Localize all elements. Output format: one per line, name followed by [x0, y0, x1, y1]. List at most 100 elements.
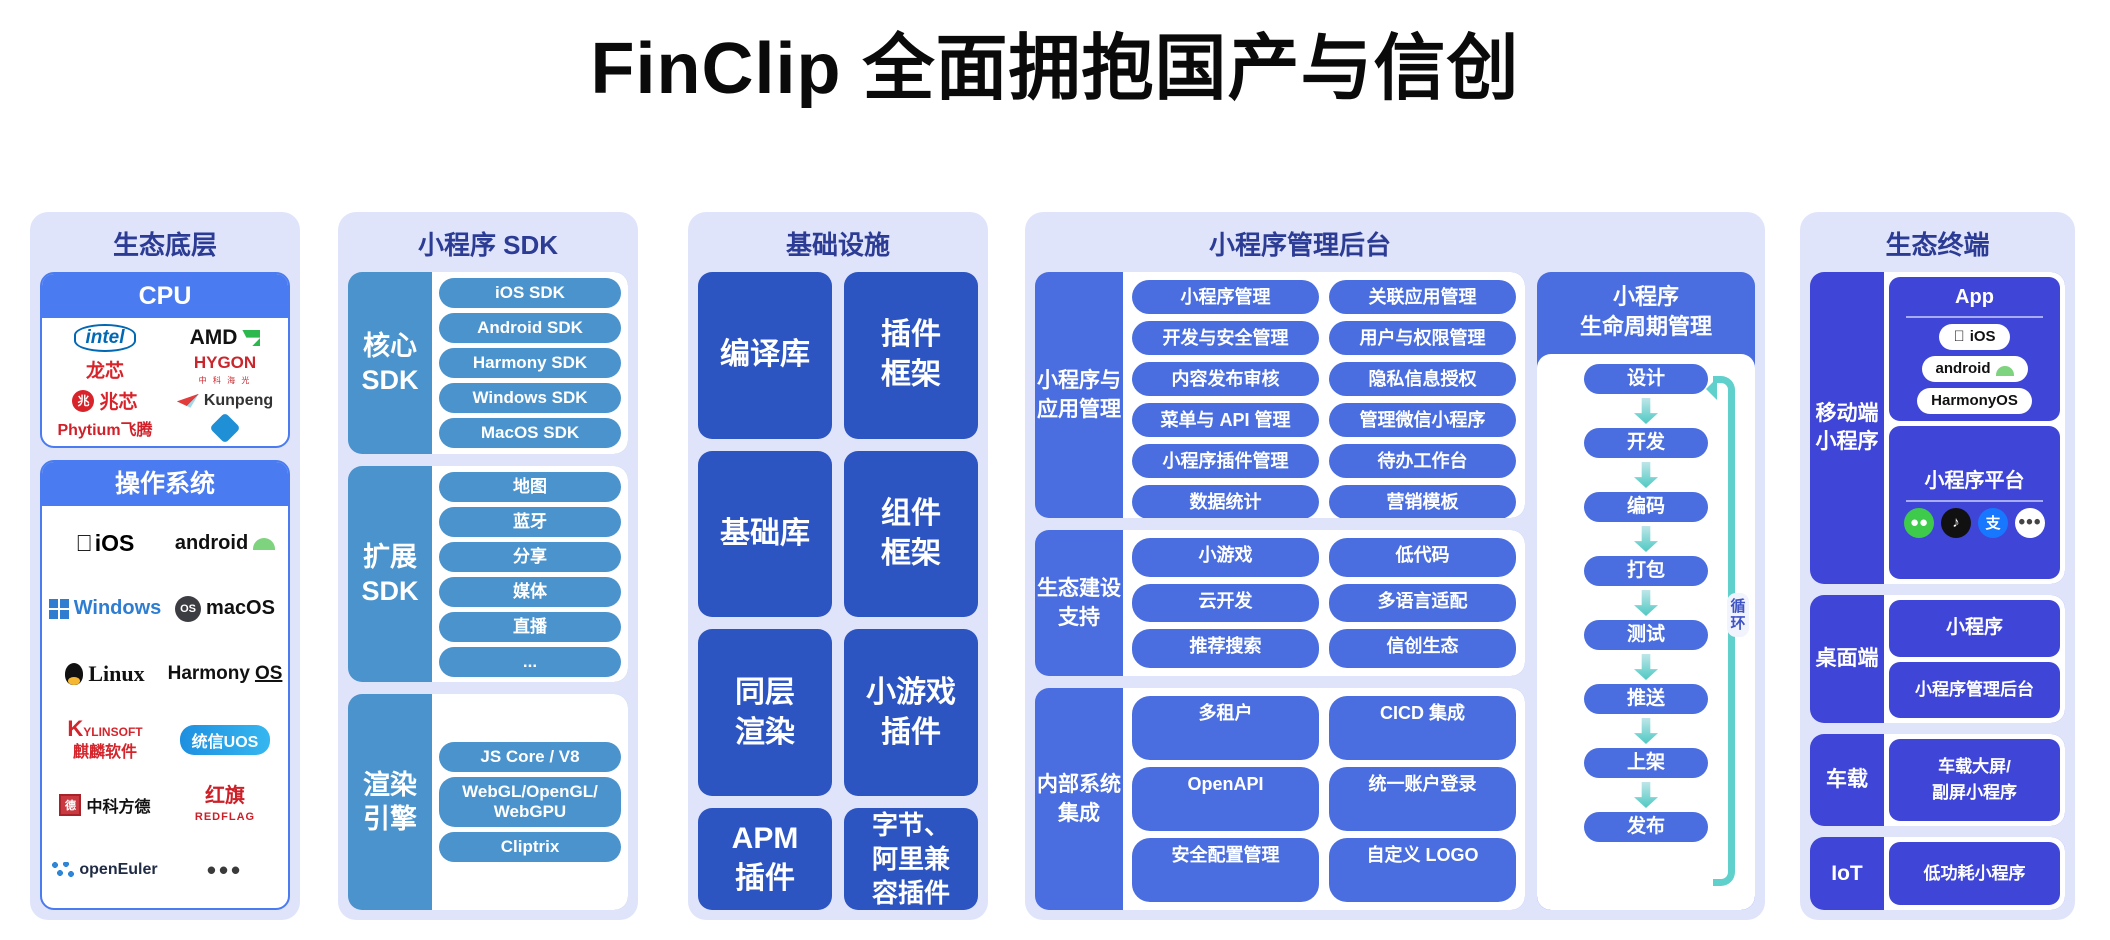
- pill-content-publish-review[interactable]: 内容发布审核: [1132, 362, 1319, 396]
- pill-recommend-search[interactable]: 推荐搜索: [1132, 629, 1319, 668]
- pill-xinchuang-ecosystem[interactable]: 信创生态: [1329, 629, 1516, 668]
- group-label-internal-integration: 内部系统 集成: [1037, 773, 1121, 825]
- sdk-pill-cliptrix[interactable]: Cliptrix: [439, 832, 621, 862]
- infra-cell-base-lib[interactable]: 基础库: [698, 450, 832, 618]
- terminal-card-title-miniapp-platform: 小程序平台: [1924, 469, 2025, 492]
- lifecycle-panel: 小程序 生命周期管理 循 环 设计 开发 编码 打包 测试 推送: [1537, 272, 1755, 910]
- pill-menu-api-management[interactable]: 菜单与 API 管理: [1132, 403, 1319, 437]
- loop-arrowhead-icon: [1695, 378, 1717, 400]
- terminal-block-vehicle: 车载 车载大屏/ 副屏小程序: [1810, 734, 2065, 826]
- pill-miniapp-plugin-management[interactable]: 小程序插件管理: [1132, 444, 1319, 478]
- infra-cell-compiler-lib[interactable]: 编译库: [698, 272, 832, 439]
- lifecycle-step-develop[interactable]: 开发: [1584, 428, 1708, 458]
- lifecycle-step-release[interactable]: 发布: [1584, 812, 1708, 842]
- sdk-pill-webgl[interactable]: WebGL/OpenGL/ WebGPU: [439, 777, 621, 827]
- terminal-label-iot: IoT: [1831, 861, 1863, 885]
- lifecycle-step-package[interactable]: 打包: [1584, 556, 1708, 586]
- pill-custom-logo[interactable]: 自定义 LOGO: [1329, 838, 1516, 902]
- platform-pill-ios[interactable]: iOS: [1939, 324, 2010, 350]
- terminal-block-iot: IoT 低功耗小程序: [1810, 837, 2065, 910]
- pill-related-app-management[interactable]: 关联应用管理: [1329, 280, 1516, 314]
- infra-grid: 编译库 插件 框架 基础库 组件 框架 同层 渲染 小游戏 插件 APM 插件 …: [698, 272, 978, 910]
- pill-privacy-authorization[interactable]: 隐私信息授权: [1329, 362, 1516, 396]
- more-icon[interactable]: •••: [2015, 507, 2045, 538]
- logo-phytium: Phytium飞腾: [57, 422, 153, 440]
- pill-dev-security-management[interactable]: 开发与安全管理: [1132, 321, 1319, 355]
- lifecycle-step-design[interactable]: 设计: [1584, 364, 1708, 394]
- pill-multi-tenant[interactable]: 多租户: [1132, 696, 1319, 760]
- lifecycle-step-listing[interactable]: 上架: [1584, 748, 1708, 778]
- pill-minigame[interactable]: 小游戏: [1132, 538, 1319, 577]
- lifecycle-step-coding[interactable]: 编码: [1584, 492, 1708, 522]
- sdk-pill-media[interactable]: 媒体: [439, 576, 621, 607]
- pill-cicd-integration[interactable]: CICD 集成: [1329, 696, 1516, 760]
- pill-multi-language[interactable]: 多语言适配: [1329, 583, 1516, 623]
- sdk-label-core: 核心 SDK: [361, 331, 419, 395]
- wechat-icon[interactable]: ●●: [1904, 507, 1934, 538]
- platform-pill-harmonyos[interactable]: HarmonyOS: [1917, 388, 2032, 414]
- lifecycle-flow: 循 环 设计 开发 编码 打包 测试 推送 上架 发布: [1537, 354, 1755, 910]
- logo-uos: 统信UOS: [179, 724, 271, 755]
- terminal-card-app: App iOS android HarmonyOS: [1889, 277, 2060, 421]
- divider: [1906, 499, 2043, 502]
- pill-todo-workbench[interactable]: 待办工作台: [1329, 444, 1516, 478]
- pill-cloud-dev[interactable]: 云开发: [1132, 583, 1319, 623]
- infra-cell-component-framework[interactable]: 组件 框架: [844, 450, 978, 618]
- sdk-pill-live[interactable]: 直播: [439, 611, 621, 642]
- terminal-item-vehicle-screen[interactable]: 车载大屏/ 副屏小程序: [1889, 739, 2060, 821]
- group-items-ecosystem-support: 小游戏 低代码 云开发 多语言适配 推荐搜索 信创生态: [1123, 530, 1525, 676]
- logo-windows: Windows: [48, 597, 161, 620]
- group-ecosystem-support: 生态建设 支持 小游戏 低代码 云开发 多语言适配 推荐搜索 信创生态: [1035, 530, 1525, 676]
- lifecycle-title: 小程序 生命周期管理: [1579, 284, 1712, 339]
- sdk-pill-bluetooth[interactable]: 蓝牙: [439, 506, 621, 537]
- sdk-pill-share[interactable]: 分享: [439, 541, 621, 572]
- platform-pill-android[interactable]: android: [1921, 356, 2028, 382]
- terminal-item-miniapp-console[interactable]: 小程序管理后台: [1889, 661, 2060, 718]
- infra-cell-same-layer-render[interactable]: 同层 渲染: [698, 629, 832, 796]
- sdk-pill-map[interactable]: 地图: [439, 471, 621, 502]
- sdk-pill-jscore[interactable]: JS Core / V8: [439, 742, 621, 772]
- infra-cell-bytedance-alibaba-plugin[interactable]: 字节、 阿里兼 容插件: [844, 808, 978, 910]
- pill-data-statistics[interactable]: 数据统计: [1132, 485, 1319, 518]
- terminal-block-mobile: 移动端 小程序 App iOS android HarmonyOS 小程序平台…: [1810, 272, 2065, 584]
- pill-miniapp-management[interactable]: 小程序管理: [1132, 280, 1319, 314]
- column-title-eco-base: 生态底层: [112, 230, 217, 260]
- sdk-pill-ios[interactable]: iOS SDK: [439, 278, 621, 308]
- lifecycle-step-push[interactable]: 推送: [1584, 684, 1708, 714]
- sdk-pill-android[interactable]: Android SDK: [439, 313, 621, 343]
- infra-cell-plugin-framework[interactable]: 插件 框架: [844, 272, 978, 439]
- logo-loongson: 龙芯: [85, 361, 124, 383]
- arrow-down-icon: [1634, 718, 1658, 744]
- tiktok-icon[interactable]: ♪: [1941, 507, 1971, 538]
- arrow-down-icon: [1634, 398, 1658, 424]
- pill-openapi[interactable]: OpenAPI: [1132, 767, 1319, 831]
- group-label-ecosystem-support: 生态建设 支持: [1037, 577, 1121, 629]
- apple-icon: : [1953, 326, 1964, 348]
- terminal-item-miniapp[interactable]: 小程序: [1889, 600, 2060, 657]
- pill-user-permission-management[interactable]: 用户与权限管理: [1329, 321, 1516, 355]
- platform-icon-row: ●● ♪ 支 •••: [1904, 507, 2045, 538]
- sdk-pill-macos[interactable]: MacOS SDK: [439, 418, 621, 448]
- pill-low-code[interactable]: 低代码: [1329, 538, 1516, 577]
- alipay-icon[interactable]: 支: [1978, 507, 2008, 538]
- logo-intel: intel: [74, 324, 136, 352]
- sdk-pill-more[interactable]: ...: [439, 646, 621, 677]
- logo-more-ellipsis: •••: [206, 854, 244, 885]
- terminal-item-low-power-miniapp[interactable]: 低功耗小程序: [1889, 842, 2060, 905]
- pill-unified-account-login[interactable]: 统一账户登录: [1329, 767, 1516, 831]
- sdk-pill-windows[interactable]: Windows SDK: [439, 383, 621, 413]
- logo-kunpeng: Kunpeng: [176, 392, 273, 410]
- infra-cell-apm-plugin[interactable]: APM 插件: [698, 808, 832, 910]
- group-app-management: 小程序与 应用管理 小程序管理 关联应用管理 开发与安全管理 用户与权限管理 内…: [1035, 272, 1525, 518]
- lifecycle-step-test[interactable]: 测试: [1584, 620, 1708, 650]
- pill-security-config-management[interactable]: 安全配置管理: [1132, 838, 1319, 902]
- pill-marketing-template[interactable]: 营销模板: [1329, 485, 1516, 518]
- pill-manage-wechat-miniapp[interactable]: 管理微信小程序: [1329, 403, 1516, 437]
- sdk-pill-harmony[interactable]: Harmony SDK: [439, 348, 621, 378]
- terminal-label-vehicle: 车载: [1826, 768, 1868, 791]
- group-items-internal-integration: 多租户 CICD 集成 OpenAPI 统一账户登录 安全配置管理 自定义 LO…: [1123, 688, 1525, 910]
- infra-cell-minigame-plugin[interactable]: 小游戏 插件: [844, 629, 978, 796]
